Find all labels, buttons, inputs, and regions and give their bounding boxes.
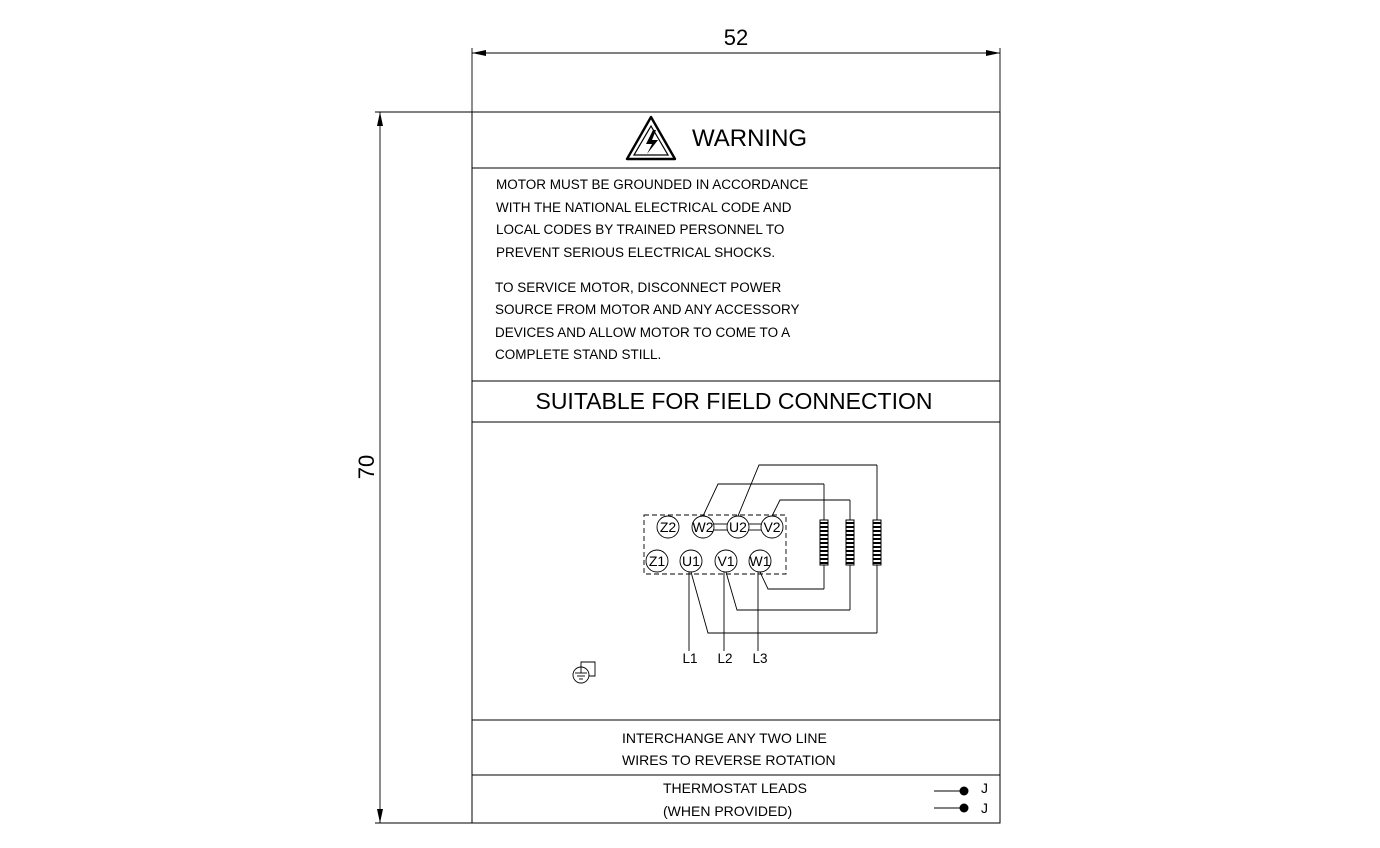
thermostat-label-line: THERMOSTAT LEADS [663, 780, 807, 796]
terminal-u1: U1 [679, 549, 703, 573]
terminal-z2: Z2 [656, 515, 680, 539]
winding-coil [819, 484, 829, 589]
line-label-l1: L1 [682, 651, 697, 666]
warning-line: WITH THE NATIONAL ELECTRICAL CODE AND [496, 200, 792, 215]
warning-title: WARNING [692, 125, 807, 152]
warning-line: COMPLETE STAND STILL. [495, 347, 661, 362]
height-dimension: 70 [354, 111, 472, 824]
thermostat-lead-dot [959, 786, 969, 796]
line-label-l3: L3 [752, 651, 767, 666]
warning-header: WARNING [625, 115, 807, 161]
warning-line: DEVICES AND ALLOW MOTOR TO COME TO A [495, 325, 790, 340]
label-frame [471, 111, 1001, 824]
line-label-l2: L2 [717, 651, 732, 666]
terminal-v1: V1 [714, 549, 738, 573]
reverse-rotation-note: INTERCHANGE ANY TWO LINE WIRES TO REVERS… [622, 730, 836, 768]
thermostat-lead-label: J [981, 780, 988, 796]
warning-line: LOCAL CODES BY TRAINED PERSONNEL TO [496, 222, 784, 237]
thermostat-label-line: (WHEN PROVIDED) [663, 803, 792, 819]
reverse-note-line: WIRES TO REVERSE ROTATION [622, 752, 836, 768]
thermostat-lead-dot [959, 803, 969, 813]
terminal-label: U2 [729, 519, 747, 535]
reverse-note-line: INTERCHANGE ANY TWO LINE [622, 730, 827, 746]
winding-coil [845, 500, 855, 610]
terminal-board [643, 514, 787, 575]
thermostat-lead-label: J [981, 800, 988, 816]
warning-line: TO SERVICE MOTOR, DISCONNECT POWER [495, 280, 782, 295]
wiring-diagram: Z2 W2 U2 V2 Z1 U1 V1 [572, 464, 882, 684]
warning-text: MOTOR MUST BE GROUNDED IN ACCORDANCE WIT… [495, 177, 808, 362]
high-voltage-warning-icon [625, 115, 677, 161]
terminal-z1: Z1 [645, 549, 669, 573]
height-dimension-label: 70 [354, 455, 379, 479]
width-dimension: 52 [471, 25, 1001, 112]
terminal-label: V1 [717, 553, 734, 569]
winding-coil [872, 465, 882, 633]
width-dimension-label: 52 [724, 25, 748, 50]
terminal-w2: W2 [691, 515, 715, 539]
terminal-label: W1 [750, 553, 771, 569]
terminal-v2: V2 [760, 515, 784, 539]
warning-line: SOURCE FROM MOTOR AND ANY ACCESSORY [495, 302, 800, 317]
terminal-u2: U2 [726, 515, 750, 539]
terminal-w1: W1 [748, 549, 772, 573]
ground-icon [572, 661, 596, 684]
warning-line: MOTOR MUST BE GROUNDED IN ACCORDANCE [496, 177, 808, 192]
warning-line: PREVENT SERIOUS ELECTRICAL SHOCKS. [496, 245, 775, 260]
terminal-label: V2 [763, 519, 780, 535]
terminal-label: Z2 [660, 519, 677, 535]
thermostat-section: THERMOSTAT LEADS (WHEN PROVIDED) J J [663, 780, 988, 819]
terminal-label: W2 [693, 519, 714, 535]
terminal-label: U1 [682, 553, 700, 569]
terminal-label: Z1 [649, 553, 666, 569]
connection-heading: SUITABLE FOR FIELD CONNECTION [535, 388, 932, 414]
